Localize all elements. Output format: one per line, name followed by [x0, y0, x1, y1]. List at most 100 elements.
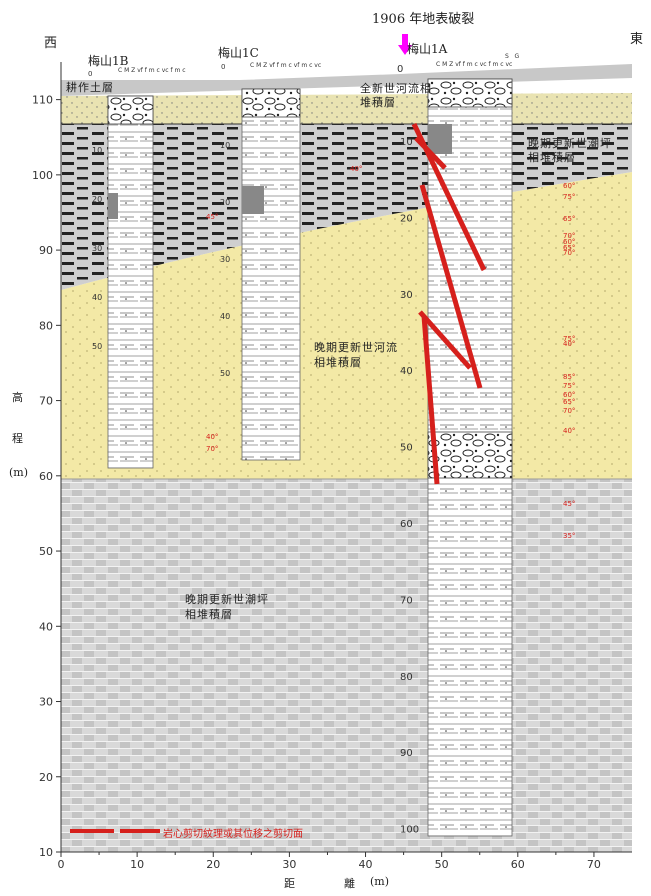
dip-angle-label: 45° [206, 213, 218, 221]
dip-angle-label: 70° [206, 445, 218, 453]
dip-angle-label: 75° [563, 382, 575, 390]
x-tick-label: 40 [359, 858, 373, 871]
legend-swatch [70, 829, 160, 833]
gravel-interval [241, 88, 301, 118]
borehole-1a-upper-codes: S G [505, 53, 520, 60]
dip-angle-label: 85° [563, 373, 575, 381]
borehole-1b-top-depth: 0 [88, 70, 93, 78]
dip-angle-label: 45° [563, 500, 575, 508]
layer-cultivated-soil [61, 64, 632, 96]
dip-angle-label: 40° [563, 340, 575, 348]
depth-label: 10 [92, 146, 102, 155]
x-axis-label-3: (m) [370, 875, 390, 888]
depth-label: 30 [400, 290, 413, 301]
depth-label: 50 [92, 342, 102, 351]
depth-label: 40 [400, 366, 413, 377]
borehole-1b-name: 梅山1B [88, 54, 129, 68]
dip-angle-label: 60° [563, 391, 575, 399]
depth-label: 80 [400, 672, 413, 683]
dip-angle-label: 70° [563, 407, 575, 415]
depth-label: 30 [220, 255, 230, 264]
y-tick-label: 30 [39, 696, 53, 709]
dip-angle-label: 75° [563, 335, 575, 343]
unit-holocene-fluvial: 全新世河流相堆積層 [360, 82, 432, 109]
unit-late-pleistocene-tidal-lower: 晚期更新世潮坪相堆積層 [185, 593, 269, 621]
dip-angle-label: 75° [563, 193, 575, 201]
depth-label: 50 [220, 369, 230, 378]
east-label: 東 [630, 32, 644, 47]
depth-label: 20 [400, 213, 413, 224]
y-tick-label: 110 [32, 94, 53, 107]
layer-lower-tidal [61, 479, 632, 852]
x-axis-label-1: 距 [284, 877, 295, 890]
borehole-1a-codes: C M Z vf f m c vc f m c vc [436, 61, 513, 68]
y-tick-label: 10 [39, 846, 53, 859]
depth-label: 20 [92, 195, 102, 204]
y-axis-label-2: 程 [12, 432, 23, 445]
gravel-interval [427, 78, 513, 108]
core-column [241, 88, 301, 461]
depth-label: 90 [400, 748, 413, 759]
borehole-1c-codes: C M Z vf f m c vf m c vc [250, 62, 322, 69]
x-tick-label: 30 [282, 858, 296, 871]
borehole-1c-name: 梅山1C [218, 46, 259, 60]
shear-plane-line [418, 310, 472, 370]
fault-arrow-icon [398, 34, 412, 55]
depth-label: 40 [92, 293, 102, 302]
y-tick-label: 50 [39, 545, 53, 558]
depth-label: 50 [400, 443, 413, 454]
dip-angle-label: 35° [563, 532, 575, 540]
x-tick-label: 20 [206, 858, 220, 871]
y-tick-label: 60 [39, 470, 53, 483]
mud-interval [242, 186, 264, 214]
gravel-interval [427, 431, 513, 479]
dip-angle-label: 65° [563, 398, 575, 406]
borehole-1a-name: 梅山1A [407, 42, 448, 56]
dip-angle-label: 65° [563, 215, 575, 223]
dip-angle-label: 40° [350, 165, 362, 173]
west-label: 西 [44, 36, 58, 51]
x-tick-label: 60 [511, 858, 525, 871]
legend-label: 岩心剪切紋理或其位移之剪切面 [163, 829, 303, 840]
x-tick-label: 50 [435, 858, 449, 871]
borehole-1b-core [107, 95, 154, 469]
core-column [107, 95, 154, 469]
dip-angle-label: 60° [563, 182, 575, 190]
unit-cultivated-soil: 耕作土層 [66, 81, 114, 94]
shear-plane-line [414, 136, 447, 170]
dip-angle-label: 65° [563, 244, 575, 252]
unit-late-pleistocene-tidal-upper: 晚期更新世潮坪相堆積層 [528, 137, 612, 164]
mud-interval [108, 193, 118, 219]
depth-label: 10 [400, 137, 413, 148]
depth-label: 30 [92, 244, 102, 253]
y-axis-label-1: 高 [12, 391, 23, 404]
depth-label: 60 [400, 519, 413, 530]
x-axis-label-2: 離 [344, 877, 355, 890]
y-tick-label: 80 [39, 319, 53, 332]
dip-angle-label: 70° [563, 249, 575, 257]
borehole-1c-top-depth: 0 [221, 63, 226, 71]
gravel-interval [107, 95, 154, 125]
x-tick-label: 70 [587, 858, 601, 871]
mud-interval [428, 124, 452, 154]
dip-angle-label: 40° [563, 427, 575, 435]
y-tick-label: 40 [39, 620, 53, 633]
borehole-1a-top-depth: 0 [397, 64, 404, 75]
shear-plane-line [419, 184, 483, 389]
shear-plane-line [421, 315, 440, 485]
y-axis-label-3: (m) [9, 466, 29, 479]
x-tick-label: 0 [58, 858, 65, 871]
y-tick-label: 70 [39, 395, 53, 408]
depth-label: 100 [400, 825, 419, 836]
borehole-1b-codes: C M Z vf f m c vc f m c [118, 67, 186, 74]
y-tick-label: 20 [39, 771, 53, 784]
depth-label: 10 [220, 141, 230, 150]
depth-label: 70 [400, 595, 413, 606]
unit-late-pleistocene-fluvial: 晚期更新世河流相堆積層 [314, 341, 398, 369]
x-tick-label: 10 [130, 858, 144, 871]
y-tick-label: 90 [39, 244, 53, 257]
depth-label: 40 [220, 312, 230, 321]
depth-label: 20 [220, 198, 230, 207]
borehole-1c-core [241, 88, 301, 461]
